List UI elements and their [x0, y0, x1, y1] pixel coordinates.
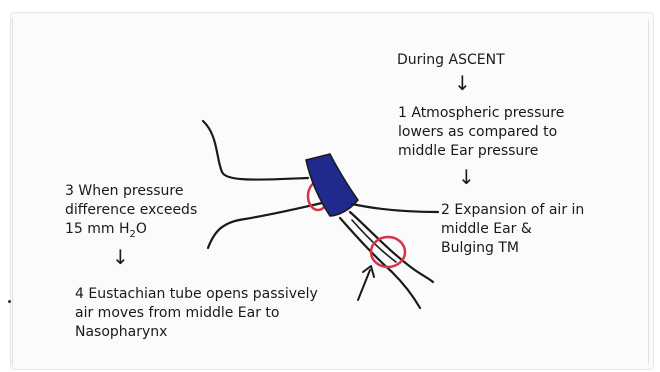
step1-line3: middle Ear pressure — [398, 143, 538, 160]
tube-opening-highlight — [371, 237, 405, 267]
membrane-line — [352, 204, 438, 212]
middle-ear-block — [306, 154, 358, 216]
step4-line2: air moves from middle Ear to — [75, 305, 280, 322]
down-arrow-1: ↓ — [454, 73, 471, 93]
ear-canal-upper-wall — [203, 121, 308, 180]
down-arrow-2: ↓ — [458, 167, 475, 187]
step3-value-end: O — [136, 221, 147, 237]
step3-line1: 3 When pressure — [65, 183, 183, 200]
step4-line1: 4 Eustachian tube opens passively — [75, 286, 318, 303]
step4-line3: Nasopharynx — [75, 324, 167, 341]
step3-line2: difference exceeds — [65, 202, 197, 219]
ear-canal-lower-wall — [208, 203, 322, 248]
step3-line3: 15 mm H2O — [65, 221, 147, 243]
step2-line1: 2 Expansion of air in — [441, 202, 584, 219]
pointer-arrow-shaft — [358, 270, 370, 300]
step3-value: 15 mm H — [65, 221, 130, 237]
step1-line2: lowers as compared to — [398, 124, 557, 141]
step2-line2: middle Ear & — [441, 221, 532, 238]
heading-during-ascent: During ASCENT — [397, 52, 505, 69]
eustachian-tube-lower-wall — [340, 218, 420, 308]
step1-line1: 1 Atmospheric pressure — [398, 105, 564, 122]
down-arrow-3: ↓ — [112, 247, 129, 267]
step2-line3: Bulging TM — [441, 240, 519, 257]
